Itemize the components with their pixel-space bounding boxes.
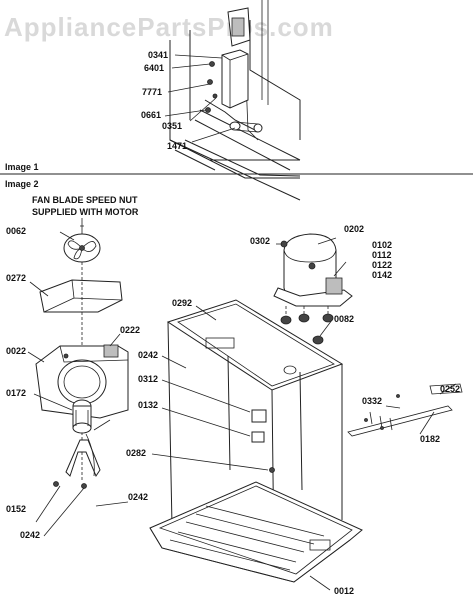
- label-0292: 0292: [172, 298, 192, 308]
- label-7771: 7771: [142, 87, 162, 97]
- label-0102: 0102: [372, 240, 392, 250]
- fan-nut-note-line1: FAN BLADE SPEED NUT: [32, 195, 138, 205]
- label-0351: 0351: [162, 121, 182, 131]
- label-0112: 0112: [372, 250, 392, 260]
- label-0341: 0341: [148, 50, 168, 60]
- label-0332: 0332: [362, 396, 382, 406]
- label-0202: 0202: [344, 224, 364, 234]
- image1-drawing: [164, 0, 301, 201]
- label-0242-mid: 0242: [128, 492, 148, 502]
- label-0122: 0122: [372, 260, 392, 270]
- label-0242-bottom: 0242: [20, 530, 40, 540]
- label-0182: 0182: [420, 434, 440, 444]
- watermark: AppliancePartsPros.com: [4, 12, 334, 42]
- label-0132: 0132: [138, 400, 158, 410]
- label-0242-upper: 0242: [138, 350, 158, 360]
- label-0172: 0172: [6, 388, 26, 398]
- label-0272: 0272: [6, 273, 26, 283]
- label-1471: 1471: [167, 141, 187, 151]
- fan-shroud: [39, 279, 123, 313]
- compartment-pan: [166, 299, 344, 561]
- condenser-tube: [347, 383, 463, 437]
- fan-motor: [53, 399, 111, 489]
- label-0252: 0252: [440, 384, 460, 394]
- label-0282: 0282: [126, 448, 146, 458]
- label-0012: 0012: [334, 586, 354, 596]
- label-0022: 0022: [6, 346, 26, 356]
- relay-block: [251, 409, 267, 423]
- label-0152: 0152: [6, 504, 26, 514]
- image1-caption: Image 1: [5, 162, 39, 172]
- fan-nut-note-line2: SUPPLIED WITH MOTOR: [32, 207, 139, 217]
- label-0661: 0661: [141, 110, 161, 120]
- overload-block: [251, 431, 265, 443]
- label-0062: 0062: [6, 226, 26, 236]
- label-0142: 0142: [372, 270, 392, 280]
- image2-caption: Image 2: [5, 179, 39, 189]
- label-0312: 0312: [138, 374, 158, 384]
- label-0302: 0302: [250, 236, 270, 246]
- compressor: [273, 233, 353, 345]
- label-6401: 6401: [144, 63, 164, 73]
- fan-blade: [63, 218, 101, 263]
- base-pan: [149, 481, 363, 583]
- label-0082: 0082: [334, 314, 354, 324]
- fan-housing: [35, 344, 129, 419]
- label-0222: 0222: [120, 325, 140, 335]
